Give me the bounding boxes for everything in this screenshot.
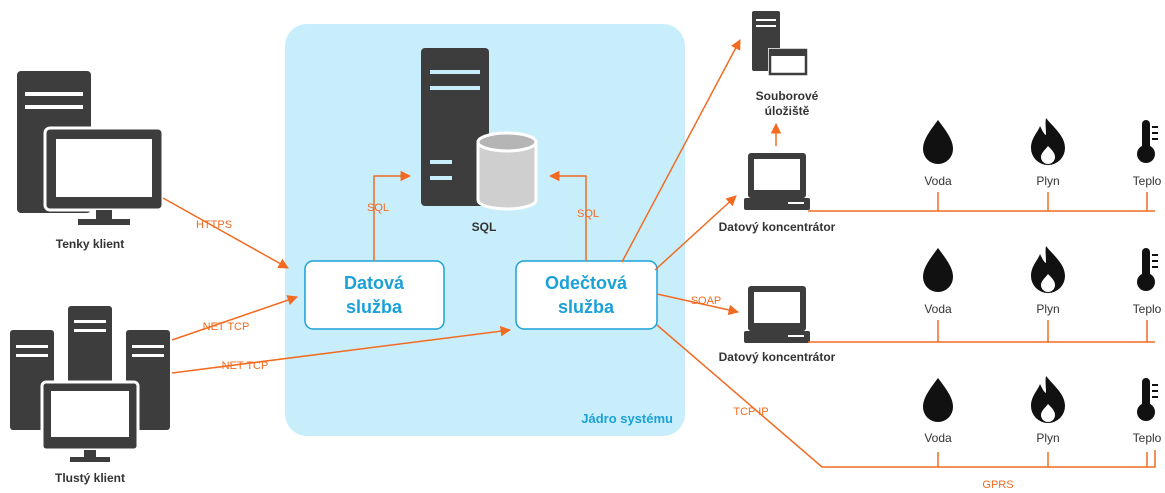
https-label: HTTPS — [196, 219, 232, 231]
thermometer-icon-2 — [1137, 248, 1158, 291]
water-icon-2 — [923, 248, 953, 292]
concentrator-icon-1 — [744, 153, 810, 210]
thin-client-label: Tenky klient — [56, 237, 124, 251]
fire-icon-1 — [1031, 118, 1065, 165]
sql-left-label: SQL — [367, 202, 389, 214]
concentrator-1-connector — [654, 195, 737, 271]
fire-icon-3 — [1031, 376, 1065, 423]
soap-connector — [656, 293, 740, 316]
meter-bus-1 — [808, 192, 1155, 212]
soap-label: SOAP — [691, 295, 722, 307]
database-icon — [476, 131, 538, 211]
concentrator-label-1: Datový koncentrátor — [719, 220, 836, 234]
concentrator-icon-2 — [744, 286, 810, 343]
meter-bus-3 — [937, 452, 1148, 467]
tcp-gprs-connector — [656, 324, 1156, 468]
sql-server-icon — [421, 48, 489, 206]
heat-label-3: Teplo — [1133, 431, 1162, 445]
storage-connector — [621, 39, 741, 263]
core-system-label: Jádro systému — [581, 411, 673, 426]
https-connector — [162, 197, 289, 269]
net-tcp-label-2: NET TCP — [222, 360, 269, 372]
core-system-area — [285, 24, 685, 436]
data-service-line2: služba — [346, 297, 403, 317]
sql-right-label: SQL — [577, 208, 599, 220]
sql-connector-left — [373, 170, 412, 261]
database-label: SQL — [472, 220, 497, 234]
gas-label-2: Plyn — [1036, 302, 1059, 316]
data-service-box: Datová služba — [304, 260, 445, 330]
file-storage-label-1: Souborové — [756, 89, 819, 103]
meter-bus-2 — [808, 320, 1155, 343]
heat-label-1: Teplo — [1133, 174, 1162, 188]
net-tcp-connector-2 — [171, 325, 512, 374]
thick-client-icon — [10, 306, 170, 462]
file-storage-label-2: úložiště — [765, 104, 810, 118]
data-service-line1: Datová — [344, 273, 405, 293]
file-storage-icon — [752, 11, 808, 76]
thermometer-icon-1 — [1137, 120, 1158, 163]
net-tcp-label-1: NET TCP — [203, 321, 250, 333]
water-label-2: Voda — [924, 302, 952, 316]
concentrator-label-2: Datový koncentrátor — [719, 350, 836, 364]
heat-label-2: Teplo — [1133, 302, 1162, 316]
gas-label-3: Plyn — [1036, 431, 1059, 445]
reading-service-line2: služba — [558, 297, 615, 317]
water-icon-1 — [923, 120, 953, 164]
gas-label-1: Plyn — [1036, 174, 1059, 188]
net-tcp-connector-1 — [171, 295, 298, 341]
sql-connector-right — [548, 170, 587, 261]
water-icon-3 — [923, 378, 953, 422]
gprs-label: GPRS — [982, 479, 1013, 491]
water-label-3: Voda — [924, 431, 952, 445]
thick-client-label: Tlustý klient — [55, 471, 125, 485]
reading-service-line1: Odečtová — [545, 273, 628, 293]
tcp-ip-label: TCP IP — [733, 406, 768, 418]
thermometer-icon-3 — [1137, 378, 1158, 421]
thin-client-icon — [17, 71, 165, 225]
reading-service-box: Odečtová služba — [515, 260, 658, 330]
water-label-1: Voda — [924, 174, 952, 188]
fire-icon-2 — [1031, 246, 1065, 293]
